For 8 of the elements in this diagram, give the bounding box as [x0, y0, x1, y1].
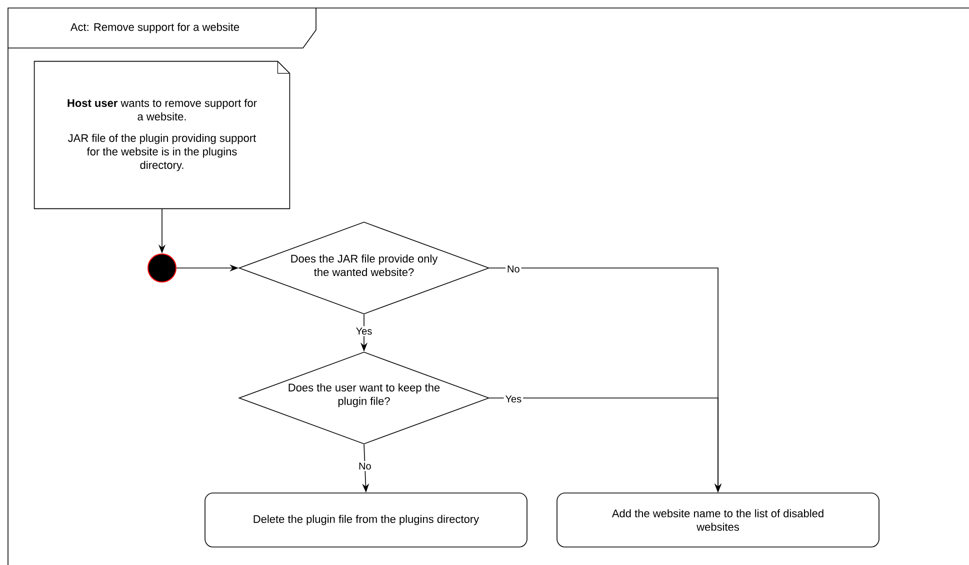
action-box: Delete the plugin file from the plugins directory [204, 492, 528, 548]
edge-label: No [357, 461, 373, 472]
edge-label: Yes [504, 394, 524, 404]
action-box: Add the website name to the list of disabled websites [556, 492, 880, 548]
edge-label: No [506, 264, 522, 274]
edge-label: Yes [354, 326, 374, 336]
note: Host user wants to remove support for a website. JAR file of the plugin providing support for the website is in the plugins directory. [34, 60, 290, 210]
start-dot [148, 254, 176, 282]
